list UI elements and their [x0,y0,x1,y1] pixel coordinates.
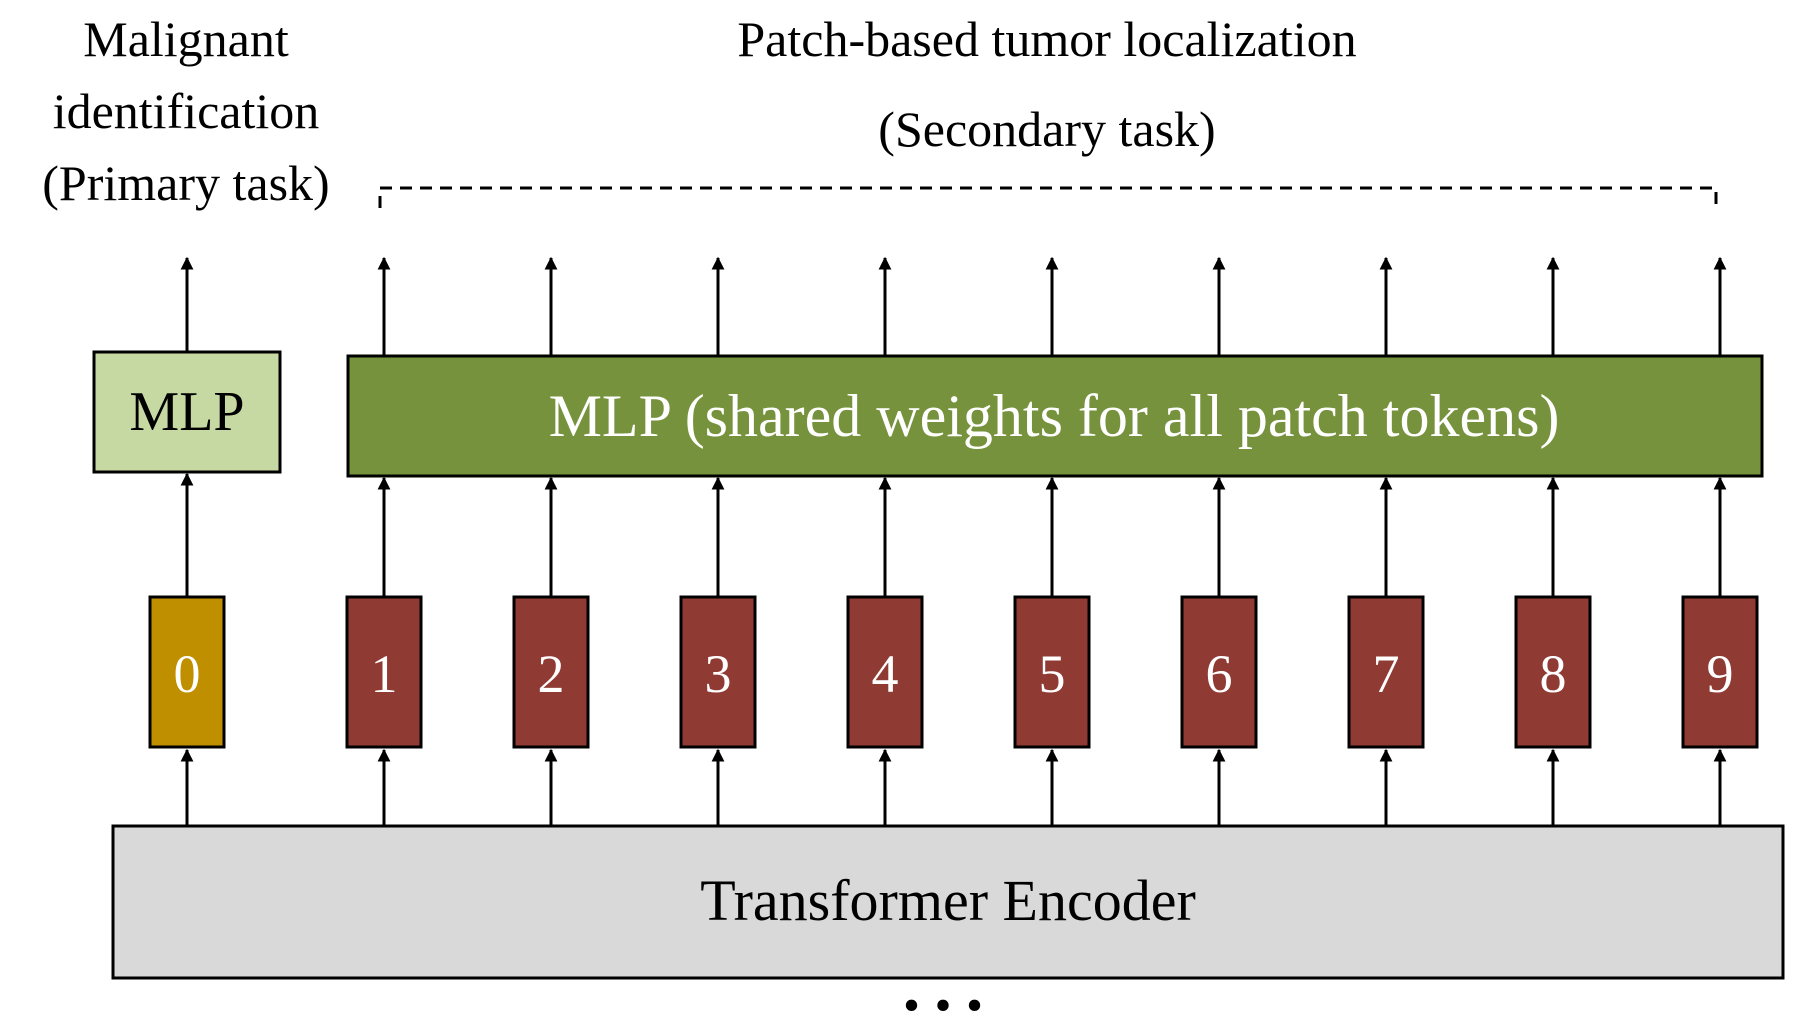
mlp-shared-label: MLP (shared weights for all patch tokens… [549,383,1560,449]
patch-token-box-9 [1681,595,1759,749]
patch-token-box-2 [512,595,590,749]
patch-token-box-4 [846,595,924,749]
primary-task-label-line1: Malignant [83,11,289,67]
patch-token-label-7: 7 [1373,644,1400,704]
patch-token-label-2: 2 [538,644,565,704]
patch-token-label-4: 4 [872,644,899,704]
patch-token-label-5: 5 [1039,644,1066,704]
patch-token-box-7 [1347,595,1425,749]
patch-token-label-1: 1 [371,644,398,704]
cls-token-box [148,595,226,749]
mlp-primary-box [92,350,282,474]
mlp-shared-box [346,354,1764,478]
transformer-encoder-label: Transformer Encoder [700,868,1196,933]
arrows-layer [180,256,1727,826]
patch-token-box-1 [345,595,423,749]
primary-task-label-line2: identification [53,83,320,139]
patch-token-box-5 [1013,595,1091,749]
patch-token-label-9: 9 [1707,644,1734,704]
patch-token-box-8 [1514,595,1592,749]
tokens-layer: 0 1 2 3 4 5 6 7 8 9 [148,595,1759,749]
patch-token-label-8: 8 [1540,644,1567,704]
primary-task-label-line3: (Primary task) [42,155,329,211]
cls-token-label: 0 [174,644,201,704]
patch-token-label-3: 3 [705,644,732,704]
secondary-task-label-line1: Patch-based tumor localization [737,11,1356,67]
ellipsis: ... [903,949,998,1026]
patch-token-box-3 [679,595,757,749]
secondary-task-label-line2: (Secondary task) [878,101,1215,157]
mlp-primary-label: MLP [129,381,244,443]
patch-token-label-6: 6 [1206,644,1233,704]
patch-token-box-6 [1180,595,1258,749]
transformer-encoder-box [111,824,1785,980]
secondary-task-bracket [378,186,1718,208]
